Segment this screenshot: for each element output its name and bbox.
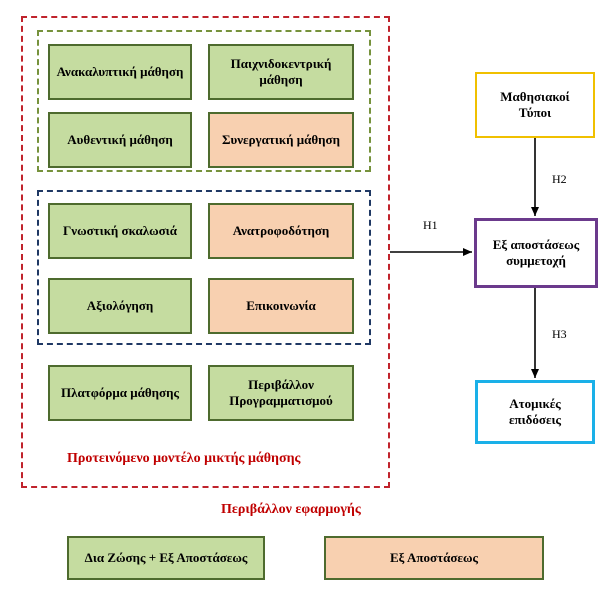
box-cognitive-scaffolding: Γνωστική σκαλωσιά [48, 203, 192, 259]
box-discovery-learning: Ανακαλυπτική μάθηση [48, 44, 192, 100]
box-programming-environment: Περιβάλλον Προγραμματισμού [208, 365, 354, 421]
label-h1: H1 [423, 218, 438, 232]
label-h2: H2 [552, 172, 567, 186]
box-collaborative-learning: Συνεργατική μάθηση [208, 112, 354, 168]
legend-hybrid: Δια Ζώσης + Εξ Αποστάσεως [67, 536, 265, 580]
box-communication: Επικοινωνία [208, 278, 354, 334]
model-caption: Προτεινόμενο μοντέλο μικτής μάθησης [67, 451, 301, 466]
box-feedback: Ανατροφοδότηση [208, 203, 354, 259]
legend-title: Περιβάλλον εφαρμογής [221, 502, 361, 517]
box-learning-styles: Μαθησιακοί Τύποι [475, 72, 595, 138]
box-individual-performance: Ατομικές επιδόσεις [475, 380, 595, 444]
box-authentic-learning: Αυθεντική μάθηση [48, 112, 192, 168]
pedagogy-group-frame [37, 30, 371, 172]
box-game-based-learning: Παιχνιδοκεντρική μάθηση [208, 44, 354, 100]
box-learning-platform: Πλατφόρμα μάθησης [48, 365, 192, 421]
label-h3: H3 [552, 327, 567, 341]
support-group-frame [37, 190, 371, 345]
box-assessment: Αξιολόγηση [48, 278, 192, 334]
blended-model-frame [21, 16, 390, 488]
legend-remote: Εξ Αποστάσεως [324, 536, 544, 580]
box-remote-participation: Εξ αποστάσεως συμμετοχή [474, 218, 598, 288]
